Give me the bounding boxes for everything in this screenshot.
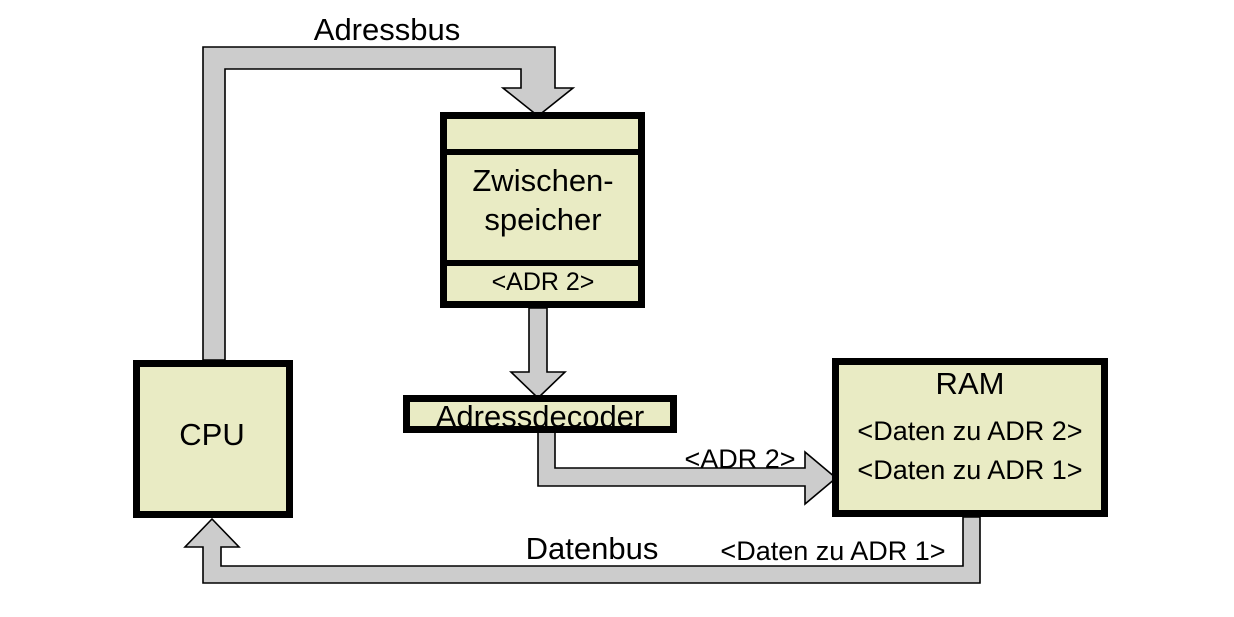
ram-title-label: RAM (935, 366, 1005, 401)
data-bus-path (183, 516, 981, 584)
decoder-to-ram-label: <ADR 2> (684, 444, 796, 474)
buffer-slot-bottom-value: <ADR 2> (491, 268, 595, 296)
address-bus-path (202, 46, 576, 361)
buffer-label-line1: Zwischen- (472, 163, 614, 198)
data-bus-payload-label: <Daten zu ADR 1> (720, 536, 946, 566)
address-bus-label: Adressbus (313, 12, 461, 47)
decoder-to-ram-arrow (537, 431, 838, 506)
cpu-box[interactable] (133, 360, 293, 518)
buffer-label-line2: speicher (484, 202, 602, 237)
buffer-box[interactable] (440, 112, 645, 308)
buffer-to-decoder-arrow (509, 307, 567, 400)
ram-data-line1: <Daten zu ADR 2> (857, 416, 1083, 446)
ram-data-line2: <Daten zu ADR 1> (857, 455, 1083, 485)
address-decoder-box[interactable] (403, 395, 677, 433)
ram-box[interactable] (832, 358, 1108, 517)
address-decoder-label: Adressdecoder (435, 399, 645, 434)
data-bus-label: Datenbus (525, 531, 659, 566)
cpu-label: CPU (179, 417, 245, 452)
